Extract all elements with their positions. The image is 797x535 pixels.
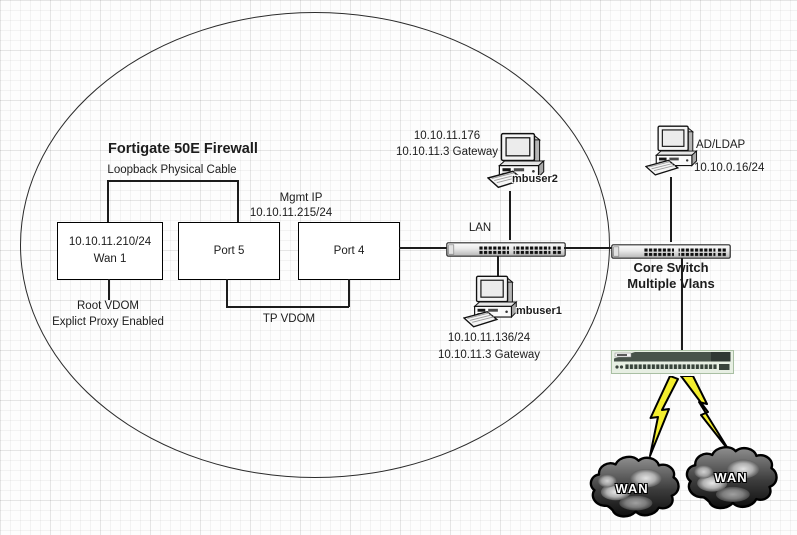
port5-box: Port 5 <box>178 222 280 280</box>
mbuser1-name: mbuser1 <box>516 305 562 317</box>
core-edge-connector <box>681 258 683 351</box>
core-switch-icon <box>611 241 731 259</box>
lan-label: LAN <box>468 222 492 234</box>
ad-ldap-name: AD/LDAP <box>696 139 746 151</box>
tp-vdom-line-left <box>226 279 228 307</box>
adldap-core-connector <box>670 177 672 242</box>
lightning-bolt-left-icon <box>649 376 679 457</box>
wan1-label: Wan 1 <box>93 253 127 265</box>
tp-vdom-label: TP VDOM <box>262 313 316 325</box>
loopback-cable-line-left <box>107 180 109 222</box>
port4-box: Port 4 <box>298 222 400 280</box>
mbuser2-name: mbuser2 <box>512 173 558 185</box>
port4-lan-connector <box>399 247 447 249</box>
edge-green-switch-icon <box>611 350 734 374</box>
tp-vdom-line-right <box>348 279 350 307</box>
root-vdom-label: Root VDOM <box>77 300 139 312</box>
lightning-bolt-right-icon <box>680 376 731 453</box>
mbuser1-lan-connector <box>497 256 499 284</box>
wan-cloud-right-label: WAN <box>714 470 748 485</box>
loopback-cable-line-right <box>237 180 239 222</box>
mbuser1-pc-icon <box>463 274 525 331</box>
wan1-box: 10.10.11.210/24 Wan 1 <box>57 222 163 280</box>
port5-label: Port 5 <box>213 244 245 257</box>
mgmt-ip-value: 10.10.11.215/24 <box>249 207 333 219</box>
loopback-cable-line <box>107 180 238 182</box>
wan1-root-vdom-line <box>108 279 110 300</box>
mbuser2-ip: 10.10.11.176 <box>413 130 481 142</box>
wan-cloud-left-label: WAN <box>615 481 649 496</box>
firewall-boundary-ellipse <box>20 12 610 478</box>
core-switch-label: Core Switch <box>633 260 709 275</box>
explicit-proxy-label: Explict Proxy Enabled <box>52 316 164 328</box>
ad-ldap-ip: 10.10.0.16/24 <box>694 162 765 174</box>
port4-label: Port 4 <box>333 244 365 257</box>
mbuser1-gateway: 10.10.11.3 Gateway <box>437 349 541 361</box>
mbuser1-ip: 10.10.11.136/24 <box>447 332 531 344</box>
diagram-title: Fortigate 50E Firewall <box>108 141 258 157</box>
mbuser2-gateway: 10.10.11.3 Gateway <box>395 146 499 158</box>
loopback-cable-label: Loopback Physical Cable <box>107 164 237 176</box>
lan-core-connector <box>564 247 613 249</box>
lan-switch-icon <box>446 239 566 257</box>
mgmt-ip-label: Mgmt IP <box>279 192 323 204</box>
mbuser2-lan-connector <box>509 191 511 240</box>
tp-vdom-line <box>226 306 349 308</box>
core-switch-vlans-label: Multiple Vlans <box>627 276 715 291</box>
wan1-ip: 10.10.11.210/24 <box>68 236 152 249</box>
